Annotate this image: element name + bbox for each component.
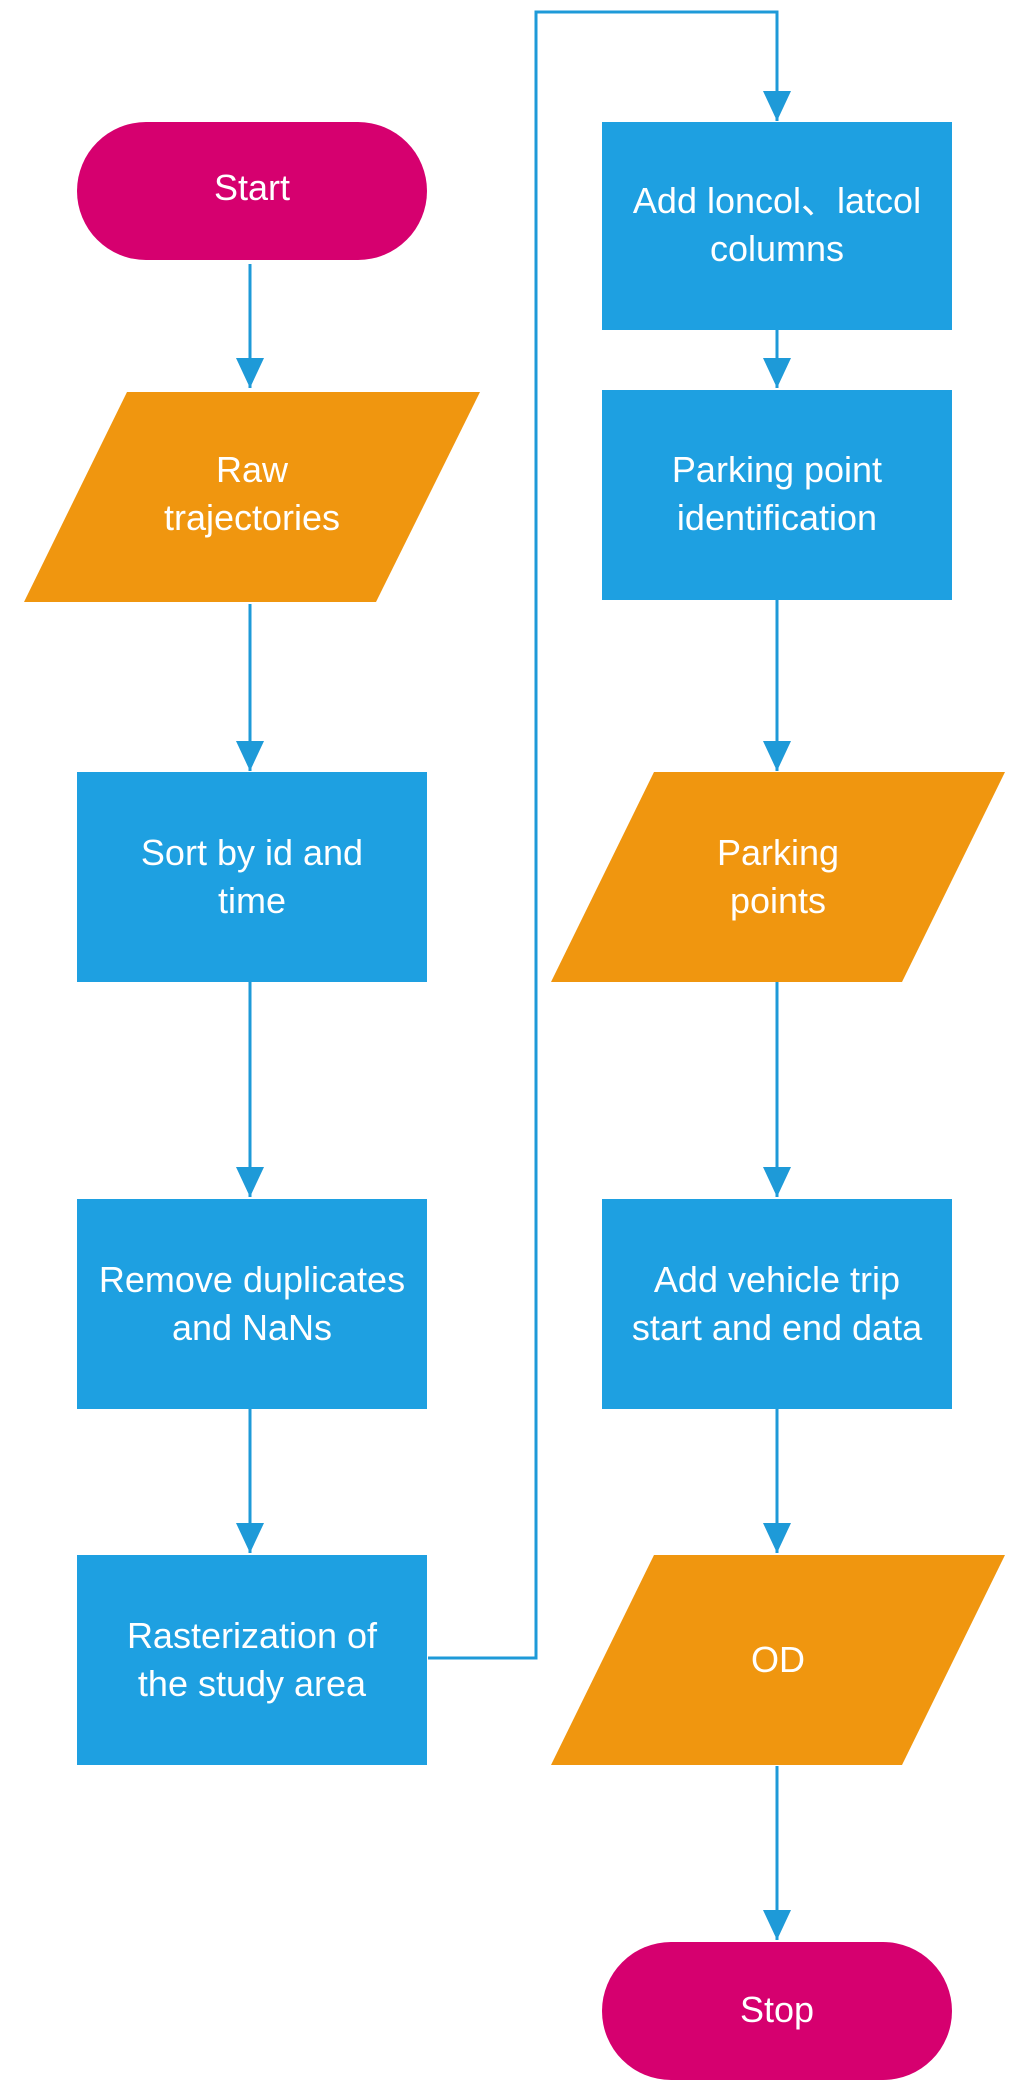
arrowhead	[763, 1167, 791, 1197]
sort-label-line1: Sort by id and	[141, 832, 363, 873]
raw-trajectories-node: Raw trajectories	[24, 392, 480, 602]
process-shape	[602, 390, 952, 600]
remove-duplicates-node: Remove duplicates and NaNs	[77, 1199, 427, 1409]
arrowhead	[763, 741, 791, 771]
arrowhead	[763, 91, 791, 121]
add-columns-node: Add loncol、latcol columns	[602, 122, 952, 330]
arrowhead	[763, 1910, 791, 1940]
parking-points-node: Parking points	[551, 772, 1005, 982]
raw-trajectories-label-line1: Raw	[216, 449, 289, 490]
parking-identification-label-line2: identification	[677, 497, 877, 538]
add-trip-label-line1: Add vehicle trip	[654, 1259, 900, 1300]
parking-identification-node: Parking point identification	[602, 390, 952, 600]
arrowhead	[236, 358, 264, 388]
data-shape	[551, 772, 1005, 982]
od-node: OD	[551, 1555, 1005, 1765]
add-trip-node: Add vehicle trip start and end data	[602, 1199, 952, 1409]
process-shape	[77, 1199, 427, 1409]
remove-duplicates-label-line2: and NaNs	[172, 1307, 332, 1348]
remove-duplicates-label-line1: Remove duplicates	[99, 1259, 405, 1300]
stop-label: Stop	[740, 1989, 814, 2030]
process-shape	[77, 772, 427, 982]
process-shape	[77, 1555, 427, 1765]
stop-node: Stop	[602, 1942, 952, 2080]
rasterization-label-line2: the study area	[138, 1663, 367, 1704]
terminal-shape	[602, 1942, 952, 2080]
rasterization-node: Rasterization of the study area	[77, 1555, 427, 1765]
parking-points-label-line2: points	[730, 880, 826, 921]
od-label: OD	[751, 1639, 805, 1680]
arrowhead	[236, 1167, 264, 1197]
arrowhead	[236, 741, 264, 771]
arrowhead	[763, 1523, 791, 1553]
process-shape	[602, 122, 952, 330]
raw-trajectories-label-line2: trajectories	[164, 497, 340, 538]
add-columns-label-line1: Add loncol、latcol	[633, 180, 921, 221]
start-label: Start	[214, 167, 290, 208]
data-shape	[24, 392, 480, 602]
add-trip-label-line2: start and end data	[632, 1307, 923, 1348]
data-shape	[551, 1555, 1005, 1765]
parking-identification-label-line1: Parking point	[672, 449, 882, 490]
add-columns-label-line2: columns	[710, 228, 844, 269]
connectors	[236, 10, 791, 1940]
arrowhead	[236, 1523, 264, 1553]
process-shape	[602, 1199, 952, 1409]
terminal-shape	[77, 122, 427, 260]
arrow-raster-to-add-columns	[428, 10, 779, 1660]
rasterization-label-line1: Rasterization of	[127, 1615, 378, 1656]
parking-points-label-line1: Parking	[717, 832, 839, 873]
sort-node: Sort by id and time	[77, 772, 427, 982]
arrowhead	[763, 358, 791, 388]
start-node: Start	[77, 122, 427, 260]
sort-label-line2: time	[218, 880, 286, 921]
